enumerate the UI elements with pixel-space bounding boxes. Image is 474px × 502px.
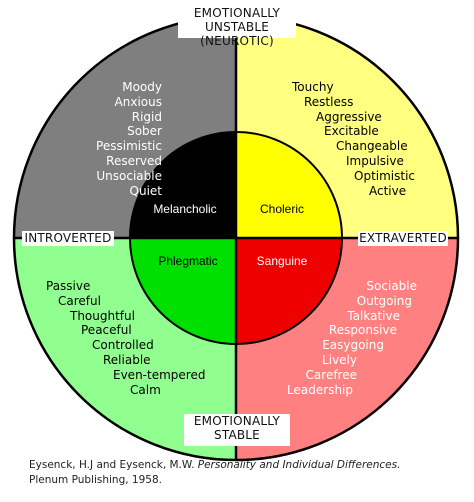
- sanguine-inner-quadrant: [236, 238, 342, 344]
- sanguine-label: Sanguine: [257, 254, 308, 268]
- bottom-axis-label-line1: EMOTIONALLY: [193, 414, 281, 428]
- trait-item: Outgoing: [356, 293, 412, 308]
- choleric-inner-quadrant: [236, 132, 342, 238]
- trait-item: Pessimistic: [96, 139, 162, 154]
- sanguine-traits: Sociable Outgoing Talkative Responsive E…: [287, 279, 417, 397]
- phlegmatic-inner-quadrant: [130, 238, 236, 344]
- phlegmatic-label: Phlegmatic: [158, 254, 217, 268]
- trait-item: Reliable: [103, 352, 151, 367]
- trait-item: Calm: [130, 382, 161, 397]
- introverted-label: INTROVERTED: [22, 231, 114, 246]
- melancholic-traits: Moody Anxious Rigid Sober Pessimistic Re…: [96, 80, 162, 198]
- trait-item: Lively: [322, 352, 357, 367]
- trait-item: Thoughtful: [70, 308, 135, 323]
- citation: Eysenck, H.J and Eysenck, M.W. Personali…: [29, 458, 400, 488]
- trait-item: Careful: [58, 293, 101, 308]
- choleric-traits: Touchy Restless Aggressive Excitable Cha…: [292, 80, 415, 198]
- trait-item: Restless: [304, 94, 354, 109]
- trait-item: Easygoing: [322, 338, 384, 353]
- trait-item: Quiet: [129, 183, 162, 198]
- citation-title: Personality and Individual Differences.: [197, 459, 401, 471]
- top-axis-label-line1: EMOTIONALLY: [193, 6, 281, 20]
- trait-item: Touchy: [292, 80, 334, 94]
- bottom-axis-label: EMOTIONALLY STABLE: [184, 414, 290, 446]
- top-axis-label: EMOTIONALLY UNSTABLE (NEUROTIC): [178, 6, 296, 48]
- citation-authors: Eysenck, H.J and Eysenck, M.W.: [29, 459, 195, 471]
- trait-item: Moody: [122, 80, 162, 94]
- phlegmatic-traits: Passive Careful Thoughtful Peaceful Cont…: [46, 279, 205, 397]
- choleric-label: Choleric: [260, 202, 304, 216]
- trait-item: Excitable: [324, 124, 379, 139]
- extraverted-label: EXTRAVERTED: [358, 231, 448, 246]
- trait-item: Sober: [127, 124, 162, 139]
- trait-item: Reserved: [106, 153, 162, 168]
- citation-publisher: Plenum Publishing, 1958.: [29, 474, 162, 486]
- trait-item: Leadership: [287, 382, 353, 397]
- trait-item: Changeable: [336, 139, 408, 154]
- trait-item: Carefree: [305, 367, 357, 382]
- trait-item: Even-tempered: [113, 367, 206, 382]
- trait-item: Responsive: [328, 323, 397, 338]
- melancholic-label: Melancholic: [153, 202, 216, 216]
- melancholic-inner-quadrant: [130, 132, 236, 238]
- trait-item: Impulsive: [346, 153, 404, 168]
- trait-item: Passive: [46, 279, 91, 293]
- trait-item: Anxious: [114, 94, 162, 109]
- trait-item: Optimistic: [354, 168, 416, 183]
- trait-item: Aggressive: [316, 109, 382, 124]
- trait-item: Unsociable: [96, 168, 162, 183]
- trait-item: Controlled: [92, 338, 154, 353]
- trait-item: Talkative: [347, 308, 400, 323]
- trait-item: Rigid: [131, 109, 162, 124]
- top-axis-label-line2: UNSTABLE (NEUROTIC): [200, 20, 274, 48]
- trait-item: Active: [369, 183, 407, 198]
- trait-item: Sociable: [366, 279, 417, 293]
- trait-item: Peaceful: [81, 323, 132, 338]
- bottom-axis-label-line2: STABLE: [214, 428, 260, 442]
